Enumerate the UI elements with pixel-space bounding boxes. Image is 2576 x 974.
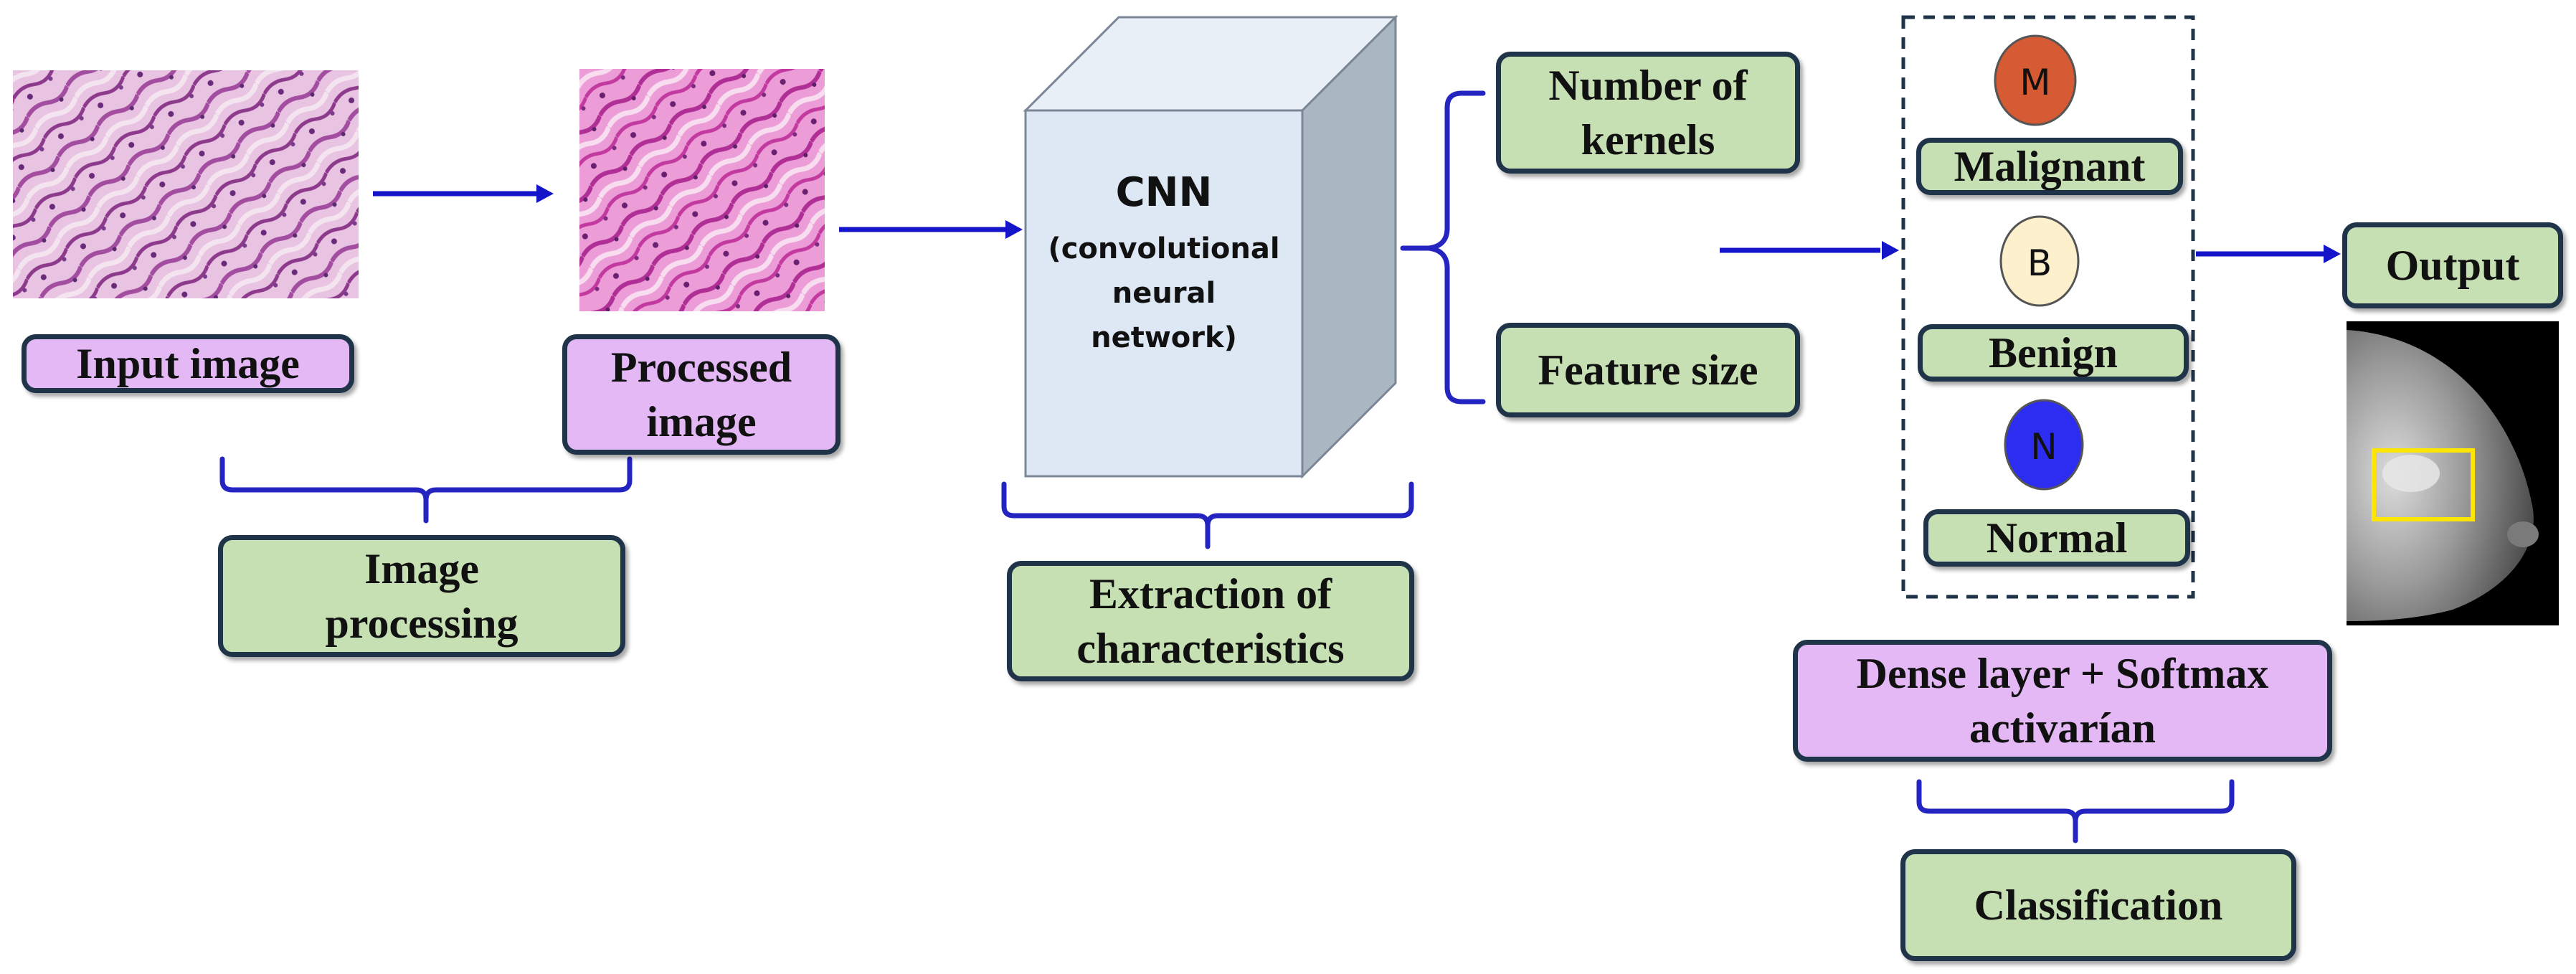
output-label: Output [2342, 222, 2563, 308]
processed-image [579, 69, 825, 311]
cnn-title: CNN [1115, 169, 1213, 216]
processed-image-label: Processed image [562, 334, 840, 455]
class-label-normal: Normal [1923, 509, 2190, 567]
cnn-subtitle: (convolutional neural network) [1048, 232, 1280, 354]
number-of-kernels-box: Number of kernels [1496, 52, 1800, 174]
feature-size-box: Feature size [1496, 323, 1800, 417]
class-letter-b: B [2027, 242, 2052, 284]
input-image-label: Input image [22, 334, 354, 393]
extraction-label: Extraction of characteristics [1007, 561, 1414, 681]
classification-label: Classification [1900, 849, 2296, 961]
class-label-malignant: Malignant [1916, 138, 2183, 195]
mammogram-image [2347, 321, 2559, 625]
input-image [13, 70, 359, 298]
class-container [1901, 15, 2195, 599]
image-processing-label: Image processing [218, 535, 625, 657]
detection-box [2372, 448, 2475, 521]
class-letter-m: M [2019, 62, 2050, 103]
braces [219, 90, 2235, 843]
class-circles [1994, 34, 2084, 491]
arrows [373, 184, 2341, 263]
dense-layer-softmax-box: Dense layer + Softmax activarían [1793, 640, 2332, 762]
class-letter-n: N [2030, 426, 2057, 468]
class-label-benign: Benign [1918, 324, 2189, 382]
cnn-cube [1023, 14, 1398, 479]
